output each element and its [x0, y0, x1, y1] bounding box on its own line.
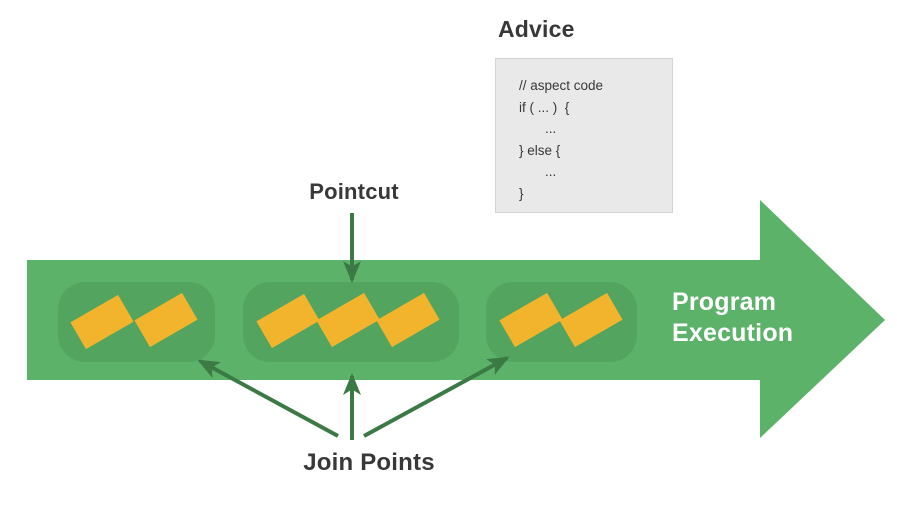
join-point: [559, 292, 623, 348]
join-point: [134, 292, 198, 348]
join-point: [316, 292, 380, 348]
pointcut-label: Pointcut: [309, 179, 399, 204]
connector-arrows: [197, 213, 510, 440]
program-execution-label: Program Execution: [672, 288, 794, 347]
join-point: [70, 294, 134, 350]
code-line: if ( ... ) {: [519, 99, 570, 115]
join-points-label: Join Points: [303, 449, 435, 476]
code-line: } else {: [519, 142, 561, 158]
join-point-markers: [70, 292, 623, 350]
advice-code-box: // aspect code if ( ... ) { ... } else {…: [495, 58, 673, 213]
code-line: ...: [545, 121, 557, 136]
join-points-arrow-left: [197, 359, 339, 438]
join-point: [376, 292, 440, 348]
join-point: [499, 292, 563, 348]
code-line: ...: [545, 164, 557, 179]
join-points-arrow-right: [363, 356, 510, 438]
join-point: [256, 293, 320, 349]
advice-label: Advice: [498, 16, 575, 42]
code-line: }: [519, 185, 524, 201]
code-line: // aspect code: [519, 78, 604, 93]
